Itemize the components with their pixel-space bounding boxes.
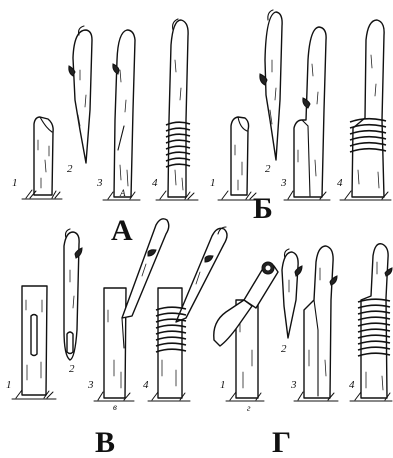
panel-a-step-4: 4	[152, 177, 158, 189]
panel-d-step-4: 4	[349, 379, 355, 391]
panel-c-step-2: 2	[69, 363, 75, 375]
panel-b-bound	[350, 20, 386, 197]
panel-a-step-1: 1	[12, 177, 18, 189]
panel-d-step-3: 3	[290, 379, 297, 391]
panel-d: 1 2 3 4 г Г	[214, 244, 392, 458]
panel-d-rootstock-knife	[214, 262, 278, 398]
panel-c: 1 2 3 4 в В	[6, 219, 227, 458]
panel-c-scion	[64, 229, 82, 360]
panel-b-step-4: 4	[337, 177, 343, 189]
panel-d-letter: Г	[272, 426, 291, 458]
panel-d-joined	[304, 246, 337, 398]
panel-b: 1 2 3 4 Б	[210, 10, 391, 225]
panel-a-step-3: 3	[96, 177, 103, 189]
panel-c-sub-label: в	[113, 402, 117, 412]
panel-a-joined	[113, 30, 135, 197]
panel-c-letter: В	[95, 426, 115, 458]
panel-a-step-2: 2	[67, 163, 73, 175]
panel-c-step-4: 4	[143, 379, 149, 391]
panel-c-bound	[156, 227, 227, 398]
panel-a: 1 2 3 4 А А	[12, 19, 198, 247]
panel-b-rootstock-cut	[231, 117, 249, 195]
panel-d-bound	[358, 244, 392, 398]
panel-a-bound	[166, 19, 190, 197]
panel-b-step-3: 3	[280, 177, 287, 189]
panel-c-rootstock-slot	[22, 286, 47, 395]
panel-a-rootstock-cut	[34, 117, 53, 195]
panel-b-joined	[294, 27, 326, 197]
panel-d-scion	[282, 249, 302, 338]
panel-d-sub-label: г	[247, 403, 251, 413]
panel-b-step-1: 1	[210, 177, 216, 189]
panel-d-step-2: 2	[281, 343, 287, 355]
panel-d-step-1: 1	[220, 379, 226, 391]
panel-c-step-3: 3	[87, 379, 94, 391]
panel-c-step-1: 1	[6, 379, 12, 391]
panel-b-scion	[260, 10, 282, 160]
panel-a-scion	[69, 26, 92, 163]
panel-a-sub-label: А	[119, 188, 126, 198]
panel-b-letter: Б	[253, 192, 273, 225]
panel-b-step-2: 2	[265, 163, 271, 175]
panel-a-letter: А	[111, 214, 133, 247]
